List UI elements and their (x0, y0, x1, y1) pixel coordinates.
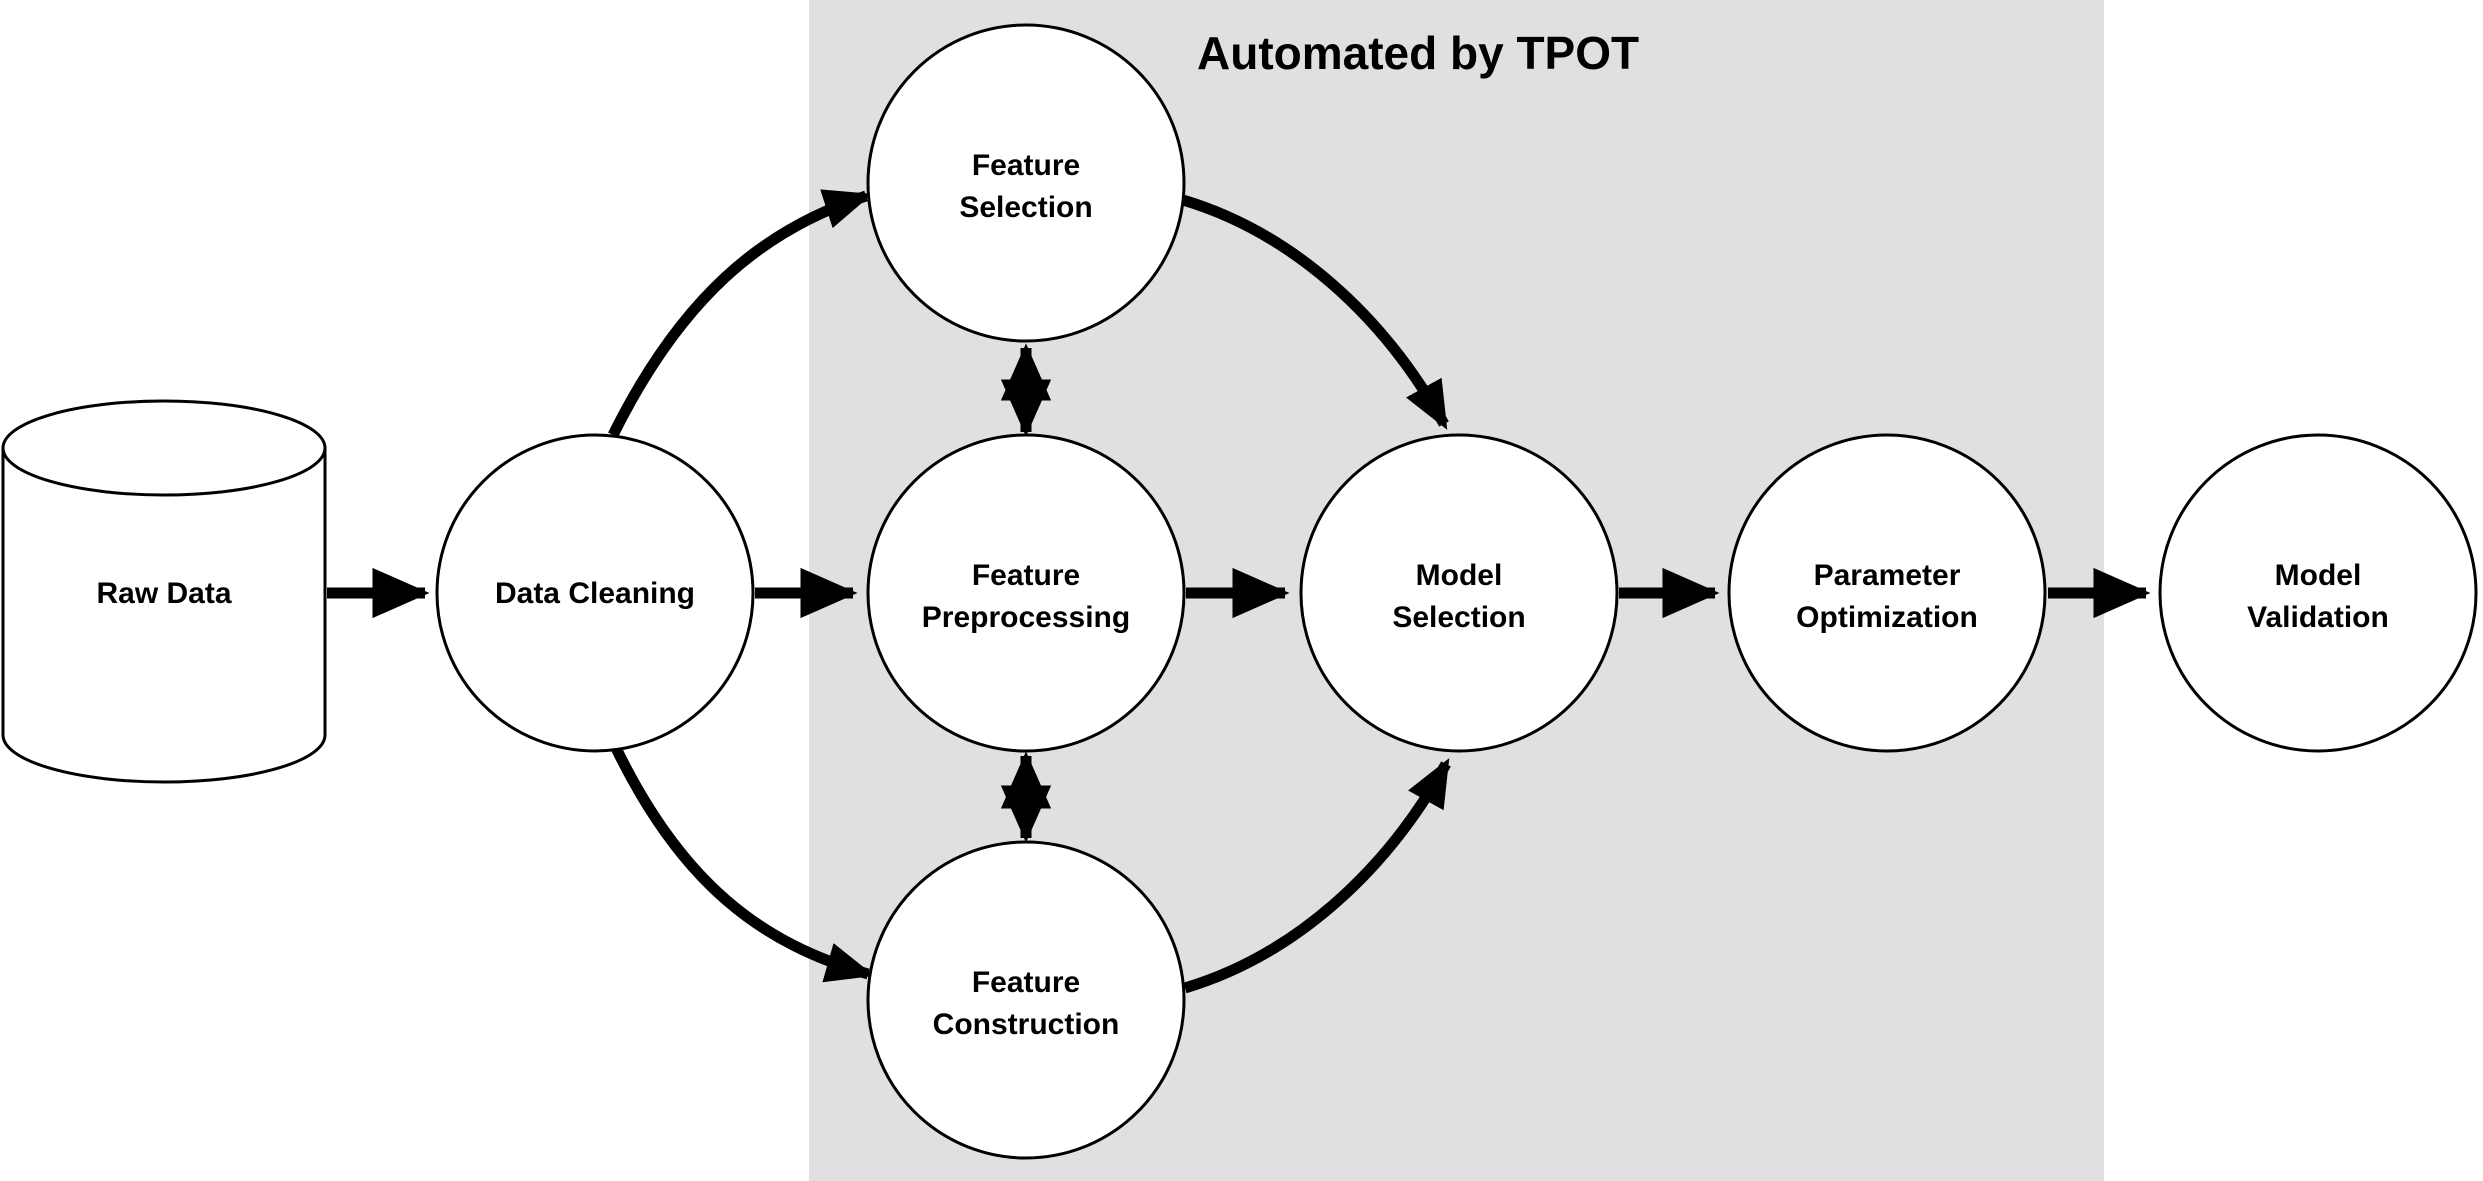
node-model-selection[interactable]: Model Selection (1299, 433, 1619, 753)
node-label-raw-data: Raw Data (96, 577, 231, 610)
node-model-validation[interactable]: Model Validation (2158, 433, 2478, 753)
node-label-feature-preprocessing-line2: Preprocessing (922, 601, 1130, 634)
edge-cleaning-to-construction (611, 745, 875, 983)
edge-construction-to-model (1183, 758, 1451, 994)
node-label-parameter-optimization-line1: Parameter (1814, 559, 1961, 592)
node-label-model-validation-line1: Model (2275, 559, 2362, 592)
node-raw-data[interactable]: Raw Data (1, 399, 327, 784)
node-label-feature-selection-line2: Selection (959, 191, 1092, 224)
node-circle (2158, 433, 2478, 753)
node-label-feature-selection-line1: Feature (972, 149, 1080, 182)
node-circle (1727, 433, 2047, 753)
edge-selection-to-model (1181, 194, 1449, 430)
node-circle (866, 433, 1186, 753)
node-feature-preprocessing[interactable]: Feature Preprocessing (866, 433, 1186, 753)
node-data-cleaning[interactable]: Data Cleaning (435, 433, 755, 753)
node-label-data-cleaning: Data Cleaning (495, 577, 695, 610)
node-feature-construction[interactable]: Feature Construction (866, 840, 1186, 1160)
edge-arrow-curve (611, 745, 875, 983)
node-circle (1299, 433, 1619, 753)
automated-region-title: Automated by TPOT (1197, 27, 1639, 79)
node-circle (866, 840, 1186, 1160)
node-label-parameter-optimization-line2: Optimization (1796, 601, 1978, 634)
edge-arrow-curve (1181, 194, 1449, 430)
node-label-model-validation-line2: Validation (2247, 601, 2389, 634)
node-circle (435, 433, 755, 753)
node-label-model-selection-line1: Model (1416, 559, 1503, 592)
node-label-model-selection-line2: Selection (1392, 601, 1525, 634)
node-feature-selection[interactable]: Feature Selection (866, 23, 1186, 343)
edge-arrow-curve (608, 189, 873, 438)
node-circle (866, 23, 1186, 343)
edge-cleaning-to-selection (608, 189, 873, 438)
node-label-feature-construction-line1: Feature (972, 966, 1080, 999)
cylinder-top (1, 399, 327, 497)
node-label-feature-construction-line2: Construction (933, 1008, 1120, 1041)
node-label-feature-preprocessing-line1: Feature (972, 559, 1080, 592)
cylinder-body (1, 446, 327, 784)
edge-arrow-curve (1183, 758, 1451, 994)
node-parameter-optimization[interactable]: Parameter Optimization (1727, 433, 2047, 753)
